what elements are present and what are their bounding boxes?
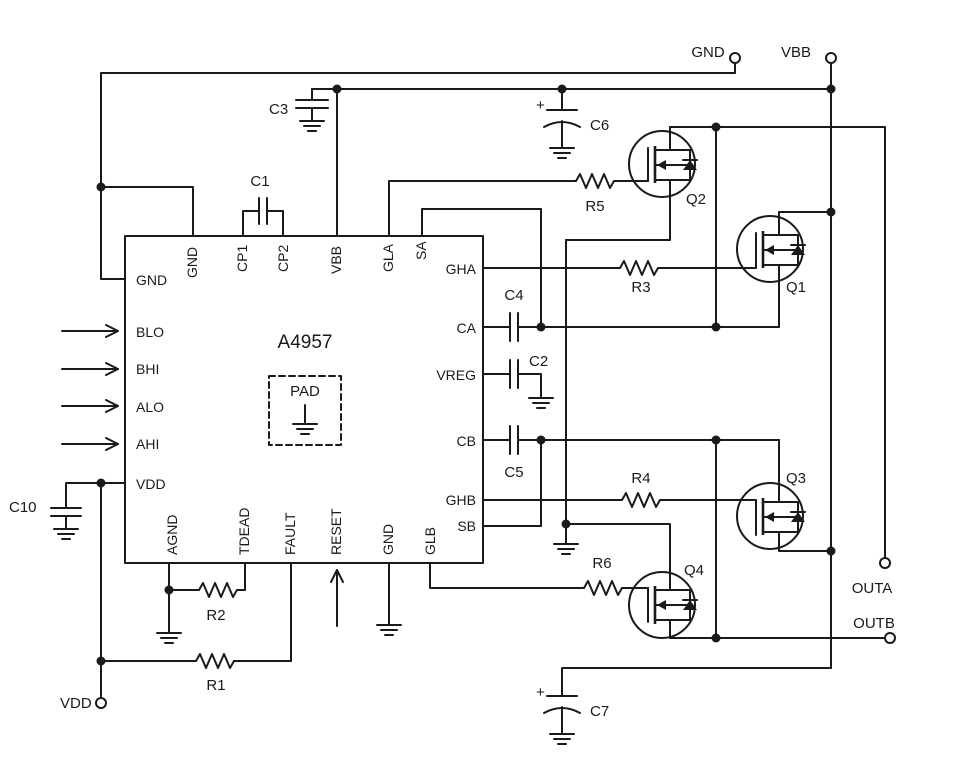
c6-ground-icon [549, 147, 575, 159]
mosfet-q3 [736, 439, 832, 552]
pin-vbb: VBB [328, 246, 344, 274]
pin-vdd: VDD [136, 476, 166, 492]
pin-sa: SA [413, 241, 429, 260]
pin-gha: GHA [446, 261, 477, 277]
reset-input-arrow [330, 569, 344, 627]
pin-gnd-bottom: GND [380, 524, 396, 555]
gnd-terminal[interactable] [729, 52, 741, 64]
source-ground-icon [553, 543, 579, 555]
capacitor-c5 [482, 425, 780, 455]
gnd-terminal-label: GND [691, 44, 725, 61]
pin-alo: ALO [136, 399, 164, 415]
ic-body [124, 235, 484, 564]
pin-agnd: AGND [164, 515, 180, 555]
pin-bhi: BHI [136, 361, 159, 377]
pad-ground-icon [292, 423, 318, 435]
c7-label: C7 [590, 703, 609, 720]
input-arrows [61, 324, 119, 451]
capacitor-c7 [543, 667, 832, 735]
q1-label: Q1 [786, 279, 806, 296]
c2-label: C2 [529, 353, 548, 370]
c10-label: C10 [9, 499, 37, 516]
pin-blo: BLO [136, 324, 164, 340]
capacitor-c2 [482, 359, 542, 399]
capacitor-c6 [543, 109, 581, 149]
chip-name: A4957 [278, 332, 333, 353]
low-side-ground-net [565, 194, 671, 564]
r4-label: R4 [631, 470, 650, 487]
outb-terminal[interactable] [884, 632, 896, 644]
pin-gnd-left: GND [136, 272, 167, 288]
sb-net [482, 439, 542, 527]
outa-terminal[interactable] [879, 557, 891, 569]
pin-cp1: CP1 [234, 245, 250, 272]
pin-ca: CA [457, 320, 477, 336]
pad-label: PAD [290, 383, 320, 400]
c5-label: C5 [504, 464, 523, 481]
c4-label: C4 [504, 287, 523, 304]
pin-gnd-top: GND [184, 247, 200, 278]
vdd-terminal-label: VDD [60, 695, 92, 712]
pin-sb: SB [457, 518, 476, 534]
glb-net [429, 562, 649, 596]
vdd-terminal[interactable] [95, 697, 107, 709]
capacitor-c3 [295, 88, 329, 122]
capacitor-c1 [242, 197, 284, 237]
c1-label: C1 [250, 173, 269, 190]
q4-label: Q4 [684, 562, 704, 579]
gla-net [388, 173, 649, 237]
agnd-tdead-net [168, 562, 246, 634]
mosfet-q4 [628, 562, 886, 639]
exposed-pad [268, 375, 342, 446]
pin-gla: GLA [380, 243, 396, 272]
vbb-terminal[interactable] [825, 52, 837, 64]
c6-label: C6 [590, 117, 609, 134]
pin-cp2: CP2 [275, 245, 291, 272]
vbb-terminal-label: VBB [781, 44, 811, 61]
bottom-ground-icon [376, 624, 402, 636]
gnd-rail [100, 61, 736, 280]
r1-label: R1 [206, 677, 225, 694]
capacitor-c4 [482, 312, 780, 342]
mosfet-q1 [736, 211, 806, 283]
agnd-ground-icon [156, 632, 182, 644]
c7-ground-icon [549, 733, 575, 745]
mosfet-q2 [628, 126, 698, 198]
c3-label: C3 [269, 101, 288, 118]
q2-label: Q2 [686, 191, 706, 208]
outa-label: OUTA [852, 580, 893, 597]
r6-label: R6 [592, 555, 611, 572]
c2-ground-icon [528, 397, 554, 409]
pin-glb: GLB [422, 527, 438, 555]
gha-net [482, 260, 757, 276]
c3-ground-icon [299, 120, 325, 132]
pin-ahi: AHI [136, 436, 159, 452]
r3-label: R3 [631, 279, 650, 296]
pin-fault: FAULT [282, 512, 298, 555]
pin-reset: RESET [328, 508, 344, 555]
ghb-net [482, 492, 741, 508]
pin-vreg: VREG [436, 367, 476, 383]
r5-label: R5 [585, 198, 604, 215]
phase-a-node [669, 126, 886, 558]
pin-ghb: GHB [446, 492, 476, 508]
c10-ground-icon [53, 528, 79, 540]
pin-cb: CB [457, 433, 476, 449]
c7-plus: + [536, 684, 545, 701]
q3-label: Q3 [786, 470, 806, 487]
outb-label: OUTB [853, 615, 895, 632]
c6-plus: + [536, 97, 545, 114]
pin-tdead: TDEAD [236, 508, 252, 555]
r2-label: R2 [206, 607, 225, 624]
